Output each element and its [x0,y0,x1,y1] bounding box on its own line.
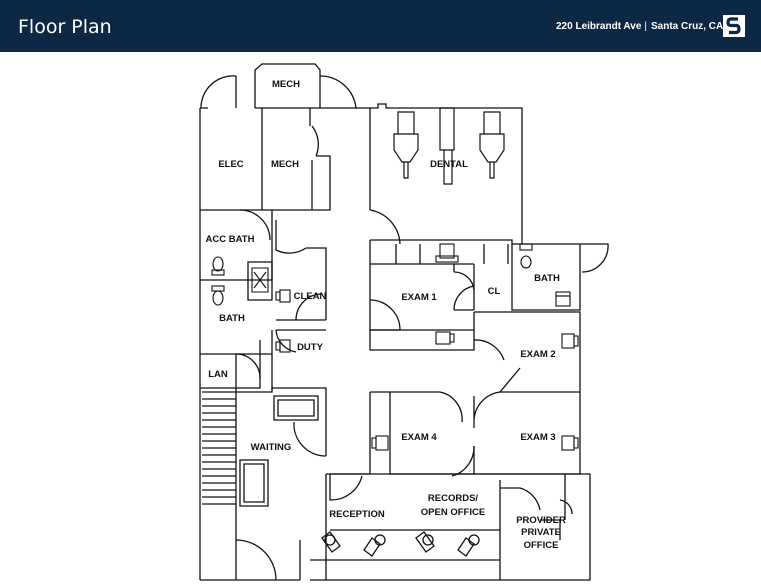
room-exam-1: EXAM 1 [401,292,437,303]
page-title: Floor Plan [18,16,112,38]
floor-plan: MECH ELEC MECH DENTAL ACC BATH BATH CLEA… [199,63,609,581]
room-clean: CLEAN [294,291,327,302]
room-records-line-2: OPEN OFFICE [421,507,485,518]
room-mech: MECH [271,159,299,170]
room-provider-line-2: PRIVATE [521,527,561,538]
room-lan: LAN [208,369,228,380]
room-acc-bath: ACC BATH [206,234,255,245]
room-dental: DENTAL [430,159,468,170]
room-mech-top: MECH [272,79,300,90]
dental-chairs [393,107,505,185]
room-cl: CL [488,286,501,297]
room-provider-line-1: PROVIDER [516,515,566,526]
plumbing-fixtures [211,243,579,451]
room-provider-line-3: OFFICE [524,540,559,551]
room-reception: RECEPTION [329,509,385,520]
room-waiting: WAITING [251,442,292,453]
room-elec: ELEC [218,159,243,170]
room-bath-left: BATH [219,313,245,324]
brand-s-logo-icon[interactable] [723,15,745,37]
room-bath-right: BATH [534,273,560,284]
address-line: 220 Leibrandt Ave|Santa Cruz, CA [556,21,723,32]
room-exam-2: EXAM 2 [520,349,555,360]
city-label: Santa Cruz, CA [651,21,724,32]
plan-walls [199,63,609,581]
room-duty: DUTY [297,342,324,353]
header-bar: Floor Plan 220 Leibrandt Ave|Santa Cruz,… [0,0,761,52]
room-exam-4: EXAM 4 [401,432,437,443]
address-separator: | [644,21,648,32]
street-address: 220 Leibrandt Ave [556,21,642,32]
room-records-line-1: RECORDS/ [428,493,479,504]
room-exam-3: EXAM 3 [520,432,555,443]
